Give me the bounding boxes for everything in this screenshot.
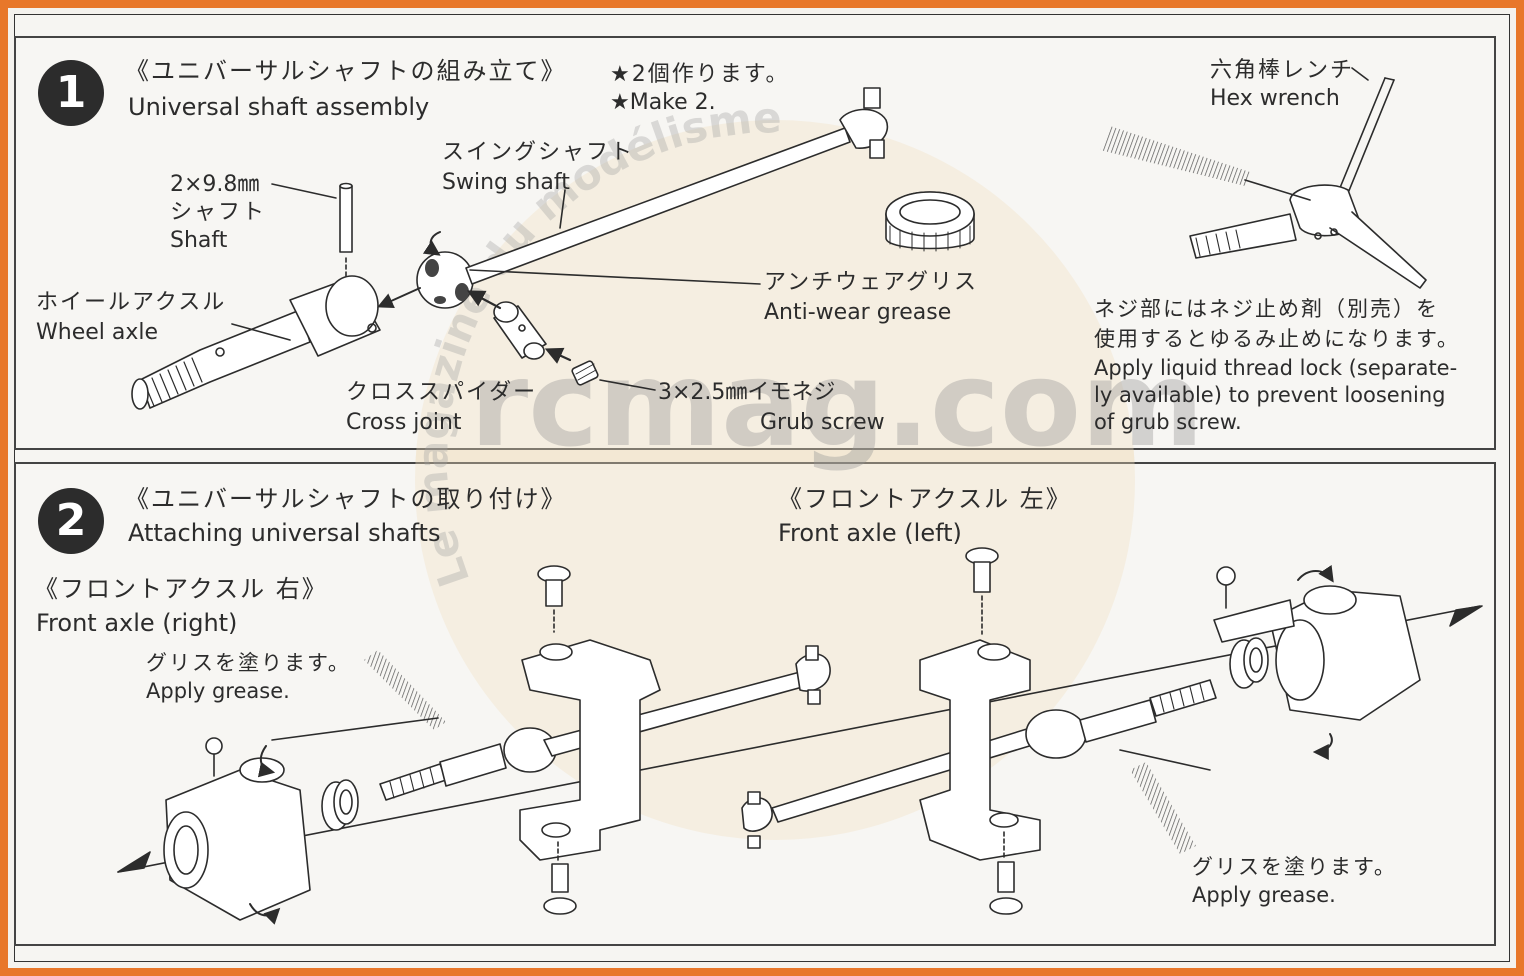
step2-left-hub <box>1213 566 1421 721</box>
step1-shaft-pin <box>339 182 353 283</box>
step1-title-jp: 《ユニバーサルシャフトの組み立て》 <box>125 57 567 85</box>
step1-title-en: Universal shaft assembly <box>128 93 430 121</box>
front-left-title-jp: 《フロントアクスル 左》 <box>778 485 1072 513</box>
grease-label-en: Anti-wear grease <box>764 300 952 325</box>
wheel-axle-label-en: Wheel axle <box>36 320 159 345</box>
cross-joint-label-en: Cross joint <box>346 410 462 435</box>
step2-title-en: Attaching universal shafts <box>128 519 441 547</box>
grub-screw-label-jp: 3×2.5㎜イモネジ <box>658 380 836 405</box>
step1-rotate-arrow <box>422 231 441 256</box>
grease-leader-line <box>469 269 761 285</box>
threadlock-note-en-3: of grub screw. <box>1094 410 1242 434</box>
front-right-title-en: Front axle (right) <box>36 609 238 637</box>
threadlock-note-en-2: ly available) to prevent loosening <box>1094 383 1446 407</box>
grease-right-label-en: Apply grease. <box>1192 883 1336 907</box>
step2-left-bearing <box>1229 637 1269 689</box>
grub-screw-arrow <box>544 347 572 364</box>
right-hub-grease-arrow <box>257 745 276 778</box>
step2-right-bearing <box>321 779 359 831</box>
front-left-title-en: Front axle (left) <box>778 519 962 547</box>
grub-screw-leader-line <box>599 379 656 391</box>
threadlock-note-jp-1: ネジ部にはネジ止め剤（別売）を <box>1094 297 1439 321</box>
left-hub-rotate-arrow <box>1297 564 1334 583</box>
left-grease-leader-line <box>271 717 439 741</box>
swing-shaft-leader-line <box>559 189 566 229</box>
shaft-label-jp: シャフト <box>170 200 267 225</box>
shaft-size-label: 2×9.8㎜ <box>170 172 260 197</box>
threadlock-note-jp-2: 使用するとゆるみ止めになります。 <box>1094 327 1460 351</box>
step2-left-knuckle <box>919 639 1041 861</box>
step2-right-hub <box>163 737 311 921</box>
right-grease-brush <box>1130 762 1196 854</box>
threadlock-note-en-1: Apply liquid thread lock (separate- <box>1094 356 1458 380</box>
grease-left-label-en: Apply grease. <box>146 679 290 703</box>
front-right-title-jp: 《フロントアクスル 右》 <box>34 575 328 603</box>
step2-right-kingpin-top <box>537 565 571 633</box>
step1-cross-joint <box>493 301 547 360</box>
step2-axis-arrow-left <box>117 851 151 873</box>
swing-shaft-label-jp: スイングシャフト <box>442 140 635 165</box>
step2-left-kingpin-top <box>965 547 999 635</box>
hex-wrench-label-en: Hex wrench <box>1210 86 1340 111</box>
hex-wrench-leader-line <box>1351 67 1369 81</box>
step1-grub-screw <box>571 360 599 386</box>
cross-joint-label-jp: クロススパイダー <box>346 380 538 405</box>
grease-left-label-jp: グリスを塗ります。 <box>146 651 351 675</box>
hex-wrench-label-jp: 六角棒レンチ <box>1210 58 1355 83</box>
right-grease-leader-line <box>1119 749 1211 771</box>
step1-note-en: ★Make 2. <box>610 90 716 115</box>
step2-right-knuckle <box>519 639 661 861</box>
right-hub-rotate-arrow <box>249 903 281 925</box>
step1-number-badge: 1 <box>38 60 104 126</box>
step1-wheel-axle <box>131 275 381 410</box>
step2-right-kingpin-bottom <box>543 841 577 915</box>
shaft-label-en: Shaft <box>170 228 228 253</box>
step2-number-badge: 2 <box>38 488 104 554</box>
grub-screw-label-en: Grub screw <box>760 410 885 435</box>
swing-shaft-label-en: Swing shaft <box>442 170 570 195</box>
step1-grease-jar <box>885 191 975 252</box>
watermark-site-text: rcmag.com <box>470 335 1204 473</box>
grease-right-label-jp: グリスを塗ります。 <box>1192 855 1397 879</box>
left-hub-grease-arrow <box>1312 733 1333 760</box>
step1-note-jp: ★2個作ります。 <box>610 62 790 87</box>
wheel-axle-label-jp: ホイールアクスル <box>36 290 227 315</box>
wheel-axle-leader-line <box>231 323 291 341</box>
step2-axis-arrow-right <box>1449 605 1483 627</box>
step1-hex-wrench-detail <box>1100 77 1427 289</box>
shaft-leader-line <box>271 183 337 199</box>
grease-label-jp: アンチウェアグリス <box>764 270 979 295</box>
step2-left-kingpin-bottom <box>989 831 1023 915</box>
left-grease-brush <box>364 650 446 730</box>
cross-joint-arrow <box>466 290 502 310</box>
step2-title-jp: 《ユニバーサルシャフトの取り付け》 <box>125 485 567 513</box>
step1-swing-shaft <box>416 87 889 309</box>
step1-insert-arrow <box>377 287 421 309</box>
